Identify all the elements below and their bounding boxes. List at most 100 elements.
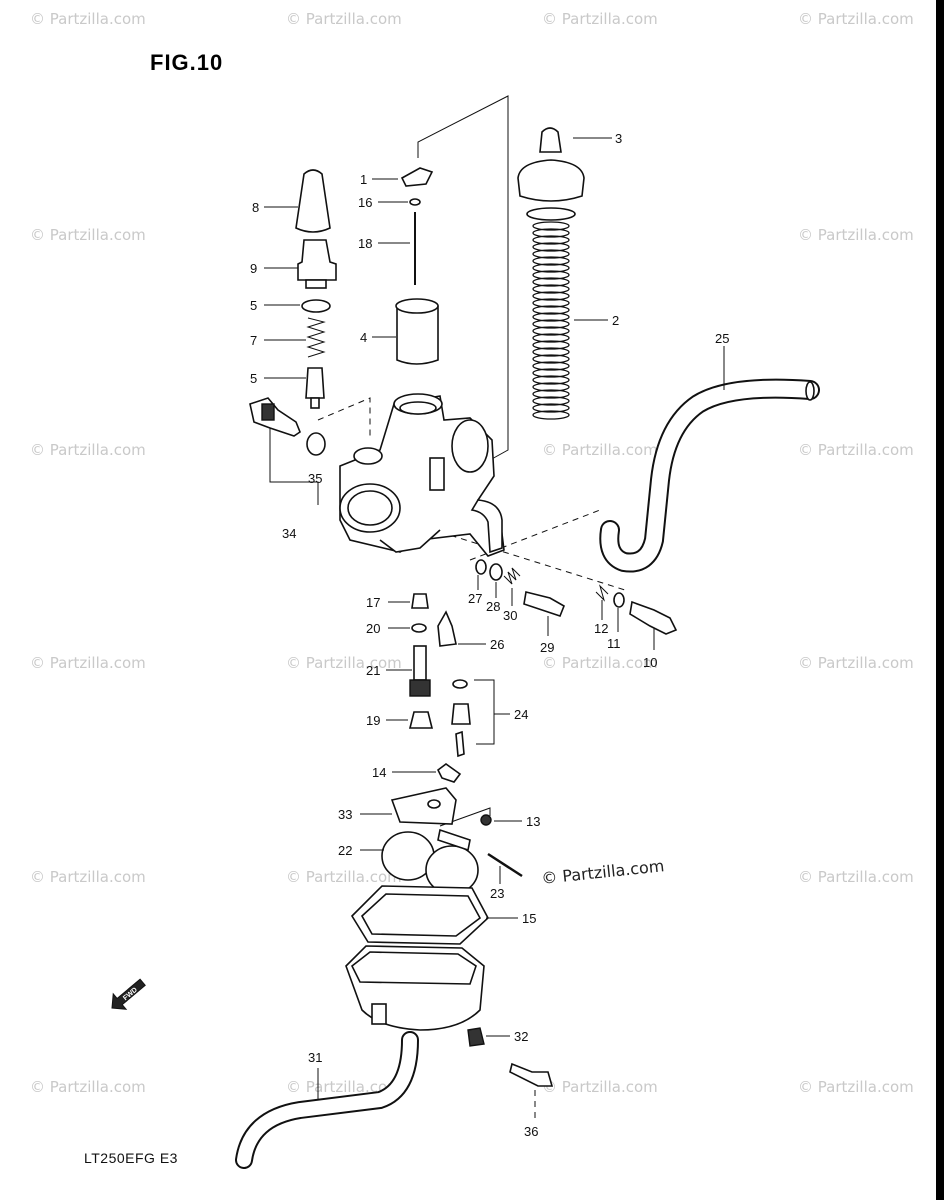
spring-coil: [532, 242, 570, 252]
figure-title: FIG.10: [150, 50, 224, 75]
part-29-screw: [523, 591, 566, 617]
callout-7: 7: [250, 333, 257, 348]
callout-32: 32: [514, 1029, 528, 1044]
watermark: © Partzilla.com: [30, 868, 146, 886]
part-27-washer: [475, 559, 487, 575]
spring-coil: [532, 396, 570, 406]
callout-36: 36: [524, 1124, 538, 1139]
spring-coil: [532, 228, 570, 238]
spring-coil: [532, 333, 570, 343]
watermark: © Partzilla.com: [542, 10, 658, 28]
spring-coil: [532, 270, 570, 280]
part-20-oring: [411, 623, 427, 633]
spring-coil: [532, 312, 570, 322]
watermark: © Partzilla.com: [30, 654, 146, 672]
part-16-clip: [409, 198, 421, 206]
page-edge-bar: [936, 0, 944, 1200]
callout-19: 19: [366, 713, 380, 728]
callout-25: 25: [715, 331, 729, 346]
spring-coil: [532, 389, 570, 399]
part-30-spring: [503, 567, 521, 585]
part-top-cover: [517, 159, 585, 221]
part-6-washer: [301, 299, 331, 313]
callout-16: 16: [358, 195, 372, 210]
part-22-float: [381, 828, 479, 895]
spring-coil: [532, 340, 570, 350]
callout-33: 33: [338, 807, 352, 822]
watermark-layer: © Partzilla.com © Partzilla.com © Partzi…: [30, 10, 914, 1096]
float-chamber: [345, 945, 485, 1031]
watermark: © Partzilla.com: [798, 868, 914, 886]
watermark: © Partzilla.com: [798, 226, 914, 244]
part-28-oring: [489, 563, 503, 581]
throttle-group-bracket: [417, 95, 509, 461]
watermark: © Partzilla.com: [30, 1078, 146, 1096]
callout-1: 1: [360, 172, 367, 187]
spring-coil: [532, 291, 570, 301]
watermark: © Partzilla.com: [286, 10, 402, 28]
callout-22: 22: [338, 843, 352, 858]
spring-coil: [532, 319, 570, 329]
part-2-spring: [532, 221, 608, 420]
watermark: © Partzilla.com: [798, 441, 914, 459]
part-32-screw: [467, 1027, 485, 1047]
spring-coil: [532, 263, 570, 273]
spring-coil: [532, 305, 570, 315]
part-31-drain-hose: [235, 1031, 419, 1169]
callout-31: 31: [308, 1050, 322, 1065]
spring-coil: [532, 326, 570, 336]
callout-8: 8: [252, 200, 259, 215]
spring-coil: [532, 249, 570, 259]
watermark: © Partzilla.com: [30, 441, 146, 459]
watermark: © Partzilla.com: [286, 868, 402, 886]
callout-34: 34: [282, 526, 296, 541]
callout-24: 24: [514, 707, 528, 722]
watermark: © Partzilla.com: [542, 441, 658, 459]
callout-20: 20: [366, 621, 380, 636]
part-25-hose: [599, 346, 820, 573]
callout-26: 26: [490, 637, 504, 652]
part-23-pin: [487, 852, 523, 878]
spring-coil: [532, 361, 570, 371]
part-34-starter-screw: [249, 397, 301, 437]
bracket-34: [269, 428, 319, 505]
callout-layer: 3 2 1 16 18 4 8 9 5 7 5 35 34 25 27: [250, 131, 729, 1139]
watermark: © Partzilla.com: [798, 1078, 914, 1096]
part-3-cap: [539, 127, 562, 153]
part-24-float-valve: [451, 679, 495, 758]
dashed-reference: [317, 397, 371, 440]
spring-coil: [532, 375, 570, 385]
spring-coil: [532, 347, 570, 357]
callout-15: 15: [522, 911, 536, 926]
callout-10: 10: [643, 655, 657, 670]
callout-18: 18: [358, 236, 372, 251]
callout-11: 11: [607, 636, 621, 651]
callout-28: 28: [486, 599, 500, 614]
callout-17: 17: [366, 595, 380, 610]
callout-2: 2: [612, 313, 619, 328]
part-10-screw: [629, 600, 678, 635]
spring-coil: [532, 403, 570, 413]
watermark: © Partzilla.com: [542, 654, 658, 672]
spring-coil: [532, 235, 570, 245]
spring-coil: [532, 221, 570, 231]
part-13-screw: [480, 814, 492, 826]
part-9-plunger-nut: [297, 239, 337, 289]
spring-coil: [532, 298, 570, 308]
callout-13: 13: [526, 814, 540, 829]
part-1-plate: [400, 167, 434, 187]
callout-5-upper: 5: [250, 298, 257, 313]
callout-27: 27: [468, 591, 482, 606]
watermark: © Partzilla.com: [30, 10, 146, 28]
callout-12: 12: [594, 621, 608, 636]
watermark: © Partzilla.com: [798, 10, 914, 28]
part-5-plunger: [305, 367, 325, 409]
carburetor-body: [339, 393, 505, 557]
spring-coil: [532, 410, 570, 420]
spring-coil: [532, 256, 570, 266]
spring-coil: [532, 368, 570, 378]
callout-29: 29: [540, 640, 554, 655]
callout-14: 14: [372, 765, 386, 780]
part-21-needle-jet: [409, 645, 431, 697]
